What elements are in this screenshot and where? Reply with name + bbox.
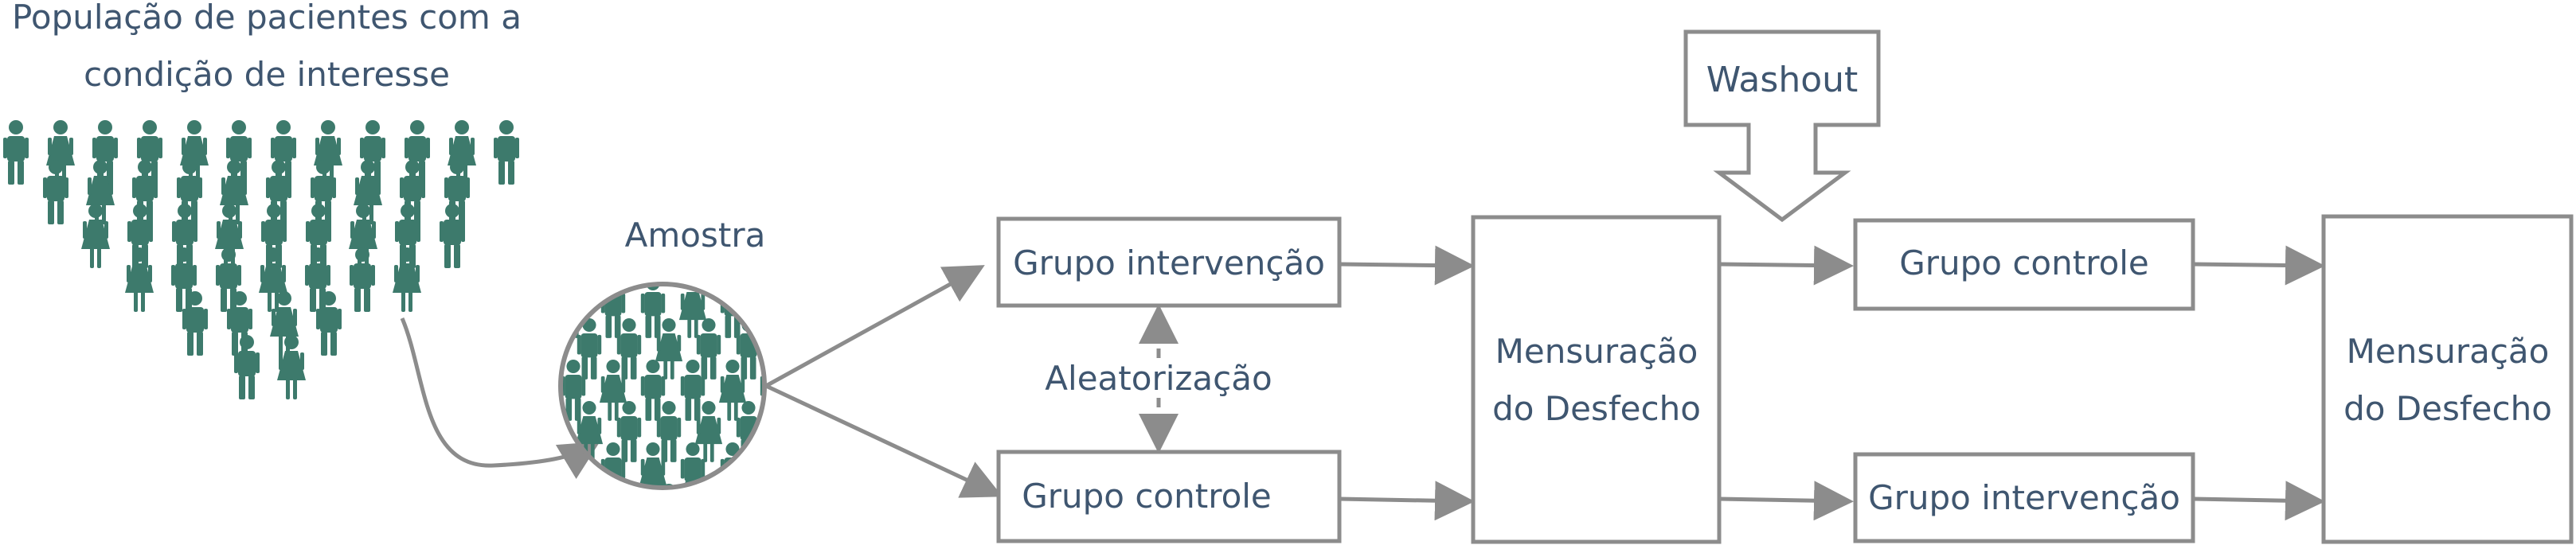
woman-figure-icon (758, 442, 764, 488)
man-figure-icon (680, 442, 706, 488)
man-figure-icon (776, 484, 800, 545)
woman-figure-icon (561, 284, 588, 338)
washout-arrow-box: Washout (1683, 29, 1881, 223)
arrow-p2-bottom-to-outcome (2192, 481, 2325, 521)
p1-outcome-line1: Mensuração (1495, 332, 1698, 371)
arrow-outcome1-to-p2-top (1718, 245, 1854, 286)
p1-control-box: Grupo controle (996, 450, 1342, 543)
man-figure-icon (577, 483, 602, 488)
p1-intervention-box: Grupo intervenção (996, 216, 1342, 308)
arrow-p2-top-to-outcome (2192, 245, 2325, 286)
arrow-outcome1-to-p2-bottom (1718, 481, 1854, 521)
p2-outcome-box: Mensuração do Desfecho (2321, 214, 2574, 544)
man-figure-icon (350, 247, 375, 312)
randomization-label: Aleatorização (1045, 359, 1272, 398)
p2-intervention-box: Grupo intervenção (1853, 452, 2195, 543)
man-figure-icon (800, 442, 824, 504)
p2-control-label: Grupo controle (1899, 243, 2149, 282)
woman-figure-icon (448, 120, 476, 185)
man-figure-icon (760, 284, 764, 338)
population-label-line2: condição de interesse (84, 55, 450, 94)
p1-control-label: Grupo controle (1022, 477, 1272, 516)
man-figure-icon (696, 483, 721, 488)
man-figure-icon (137, 120, 162, 185)
man-figure-icon (696, 317, 721, 380)
arrow-to-control-group (764, 384, 1003, 498)
sample-circle-icon (558, 277, 840, 545)
p2-outcome-line2: do Desfecho (2343, 389, 2552, 428)
man-figure-icon (656, 483, 682, 488)
washout-label: Washout (1706, 60, 1859, 100)
p2-intervention-label: Grupo intervenção (1868, 478, 2180, 517)
man-figure-icon (92, 120, 118, 185)
p1-outcome-box: Mensuração do Desfecho (1471, 215, 1722, 544)
p2-control-box: Grupo controle (1853, 218, 2195, 311)
p1-intervention-label: Grupo intervenção (1013, 243, 1325, 282)
man-figure-icon (405, 120, 430, 185)
population-label-line1: População de pacientes com a (12, 0, 522, 37)
woman-figure-icon (314, 120, 342, 185)
p2-outcome-line1: Mensuração (2347, 332, 2550, 371)
man-figure-icon (816, 484, 840, 545)
woman-figure-icon (799, 277, 826, 338)
man-figure-icon (600, 284, 626, 338)
man-figure-icon (776, 401, 800, 462)
man-figure-icon (640, 359, 666, 421)
arrow-to-intervention-group (764, 265, 985, 388)
woman-figure-icon (125, 247, 154, 312)
p1-outcome-line2: do Desfecho (1492, 389, 1701, 428)
woman-figure-icon (46, 120, 75, 185)
man-figure-icon (616, 400, 642, 462)
woman-figure-icon (734, 483, 763, 488)
woman-figure-icon (180, 120, 209, 185)
man-figure-icon (360, 120, 385, 185)
sampling-arrow (400, 317, 600, 480)
woman-figure-icon (393, 247, 421, 312)
arrow-p1-bottom-to-outcome (1339, 481, 1475, 521)
people-crowd-icon (3, 120, 519, 399)
man-figure-icon (271, 120, 296, 185)
man-figure-icon (3, 120, 29, 185)
man-figure-icon (494, 120, 519, 185)
man-figure-icon (226, 120, 252, 185)
woman-figure-icon (615, 483, 643, 488)
sample-label: Amostra (625, 216, 766, 255)
arrow-p1-top-to-outcome (1339, 245, 1475, 286)
